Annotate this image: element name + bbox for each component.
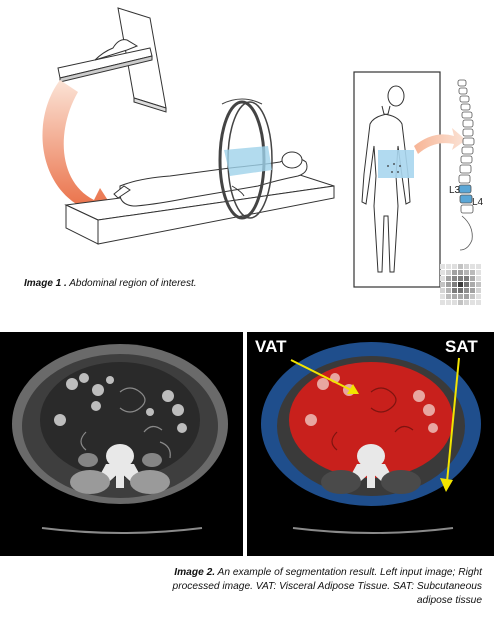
pixel-cell [464, 270, 469, 275]
pixel-cell [440, 282, 445, 287]
figure-abdominal-region: L3 L4 [42, 7, 484, 305]
pixel-cell [470, 288, 475, 293]
pixel-cell [458, 300, 463, 305]
pixel-cell [476, 264, 481, 269]
pixel-cell [446, 264, 451, 269]
pixel-cell [464, 300, 469, 305]
pixel-cell [470, 294, 475, 299]
image1-caption-text: Abdominal region of interest. [69, 278, 197, 289]
pixel-cell [452, 276, 457, 281]
vat-arrow [290, 359, 359, 394]
ring-scanner [218, 98, 273, 220]
vat-region [289, 362, 453, 478]
pixel-grid-icon [440, 264, 481, 305]
pixel-cell [452, 288, 457, 293]
pixel-cell [458, 270, 463, 275]
pixel-cell [452, 294, 457, 299]
pixel-cell [470, 282, 475, 287]
pixel-cell [464, 294, 469, 299]
image1-caption: Image 1 . Abdominal region of interest. [24, 278, 197, 289]
pixel-cell [440, 276, 445, 281]
pixel-cell [464, 282, 469, 287]
ct-input-image [0, 332, 243, 556]
pixel-cell [470, 276, 475, 281]
pixel-cell [464, 288, 469, 293]
image2-caption-line-2: processed image. VAT: Visceral Adipose T… [172, 581, 482, 592]
pixel-cell [446, 276, 451, 281]
pixel-cell [452, 300, 457, 305]
pixel-cell [476, 270, 481, 275]
pixel-cell [476, 294, 481, 299]
image2-caption-label: Image 2. [174, 567, 216, 578]
patient-table [64, 174, 335, 245]
pixel-cell [446, 300, 451, 305]
pixel-cell [458, 288, 463, 293]
sat-arrow [440, 357, 460, 492]
pixel-cell [458, 282, 463, 287]
sat-label: SAT [445, 337, 478, 356]
image2-caption-line-3: adipose tissue [416, 595, 482, 606]
vertebra-label-l4: L4 [472, 197, 484, 208]
pixel-cell [476, 288, 481, 293]
pixel-cell [446, 294, 451, 299]
pixel-cell [446, 270, 451, 275]
pixel-cell [458, 276, 463, 281]
pixel-cell [440, 264, 445, 269]
pixel-cell [476, 282, 481, 287]
pixel-cell [440, 300, 445, 305]
pixel-cell [464, 276, 469, 281]
pixel-cell [464, 264, 469, 269]
pixel-cell [440, 294, 445, 299]
ct-processed-image: VAT SAT [247, 332, 494, 556]
pixel-cell [476, 300, 481, 305]
pixel-cell [470, 300, 475, 305]
pixel-cell [452, 270, 457, 275]
pixel-cell [458, 294, 463, 299]
pixel-cell [470, 264, 475, 269]
pixel-cell [440, 270, 445, 275]
spine-arrow [414, 128, 466, 154]
curved-arrow [42, 80, 118, 222]
body-outline-panel [353, 71, 441, 288]
image2-caption-line-1: Image 2. An example of segmentation resu… [174, 567, 482, 578]
image1-caption-label: Image 1 . [24, 278, 67, 289]
pixel-cell [452, 282, 457, 287]
pixel-cell [440, 288, 445, 293]
spine-illustration [457, 79, 475, 251]
pixel-cell [446, 288, 451, 293]
vertebra-label-l3: L3 [449, 185, 461, 196]
small-ct-scanner [57, 7, 167, 113]
pixel-cell [446, 282, 451, 287]
vat-label: VAT [255, 337, 287, 356]
image2-caption: Image 2. An example of segmentation resu… [62, 566, 482, 608]
pixel-cell [452, 264, 457, 269]
pixel-cell [458, 264, 463, 269]
pixel-cell [476, 276, 481, 281]
pixel-cell [470, 270, 475, 275]
